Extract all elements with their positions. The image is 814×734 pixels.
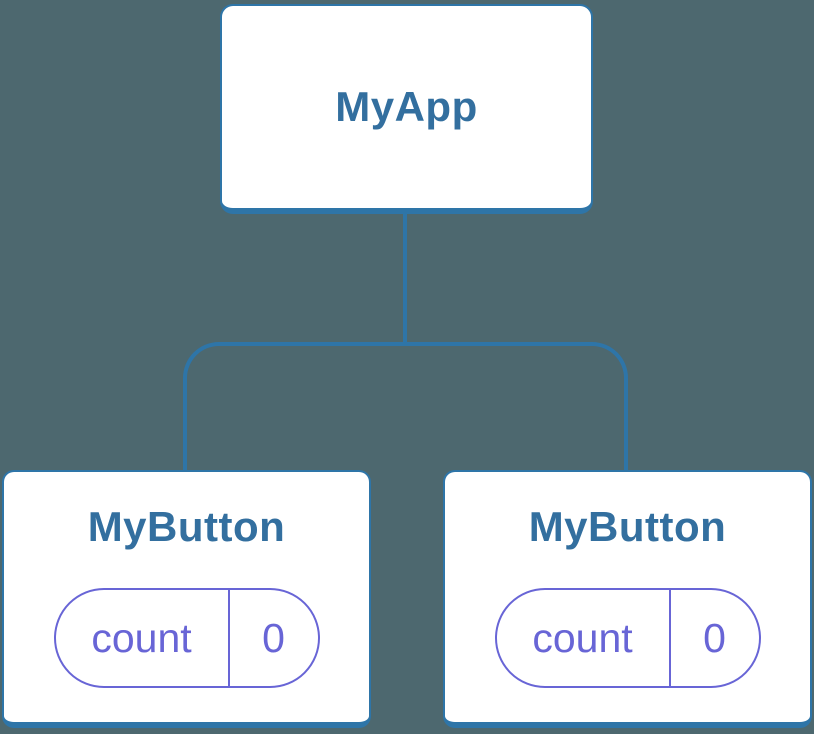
connector-stem-root bbox=[403, 214, 407, 344]
component-label-child-right: MyButton bbox=[528, 503, 727, 550]
component-node-root: MyApp bbox=[220, 4, 593, 214]
state-value-right: 0 bbox=[703, 614, 726, 661]
component-node-child-right: MyButton count 0 bbox=[443, 470, 812, 728]
component-label-root: MyApp bbox=[335, 83, 478, 130]
component-node-child-left: MyButton count 0 bbox=[2, 470, 371, 728]
connector-bracket bbox=[183, 342, 628, 470]
state-pill-right: count 0 bbox=[494, 588, 761, 688]
state-key-left: count bbox=[56, 590, 230, 686]
state-value-left: 0 bbox=[262, 614, 285, 661]
component-label-child-left: MyButton bbox=[87, 503, 286, 550]
state-key-right: count bbox=[497, 590, 671, 686]
state-pill-left: count 0 bbox=[53, 588, 320, 688]
